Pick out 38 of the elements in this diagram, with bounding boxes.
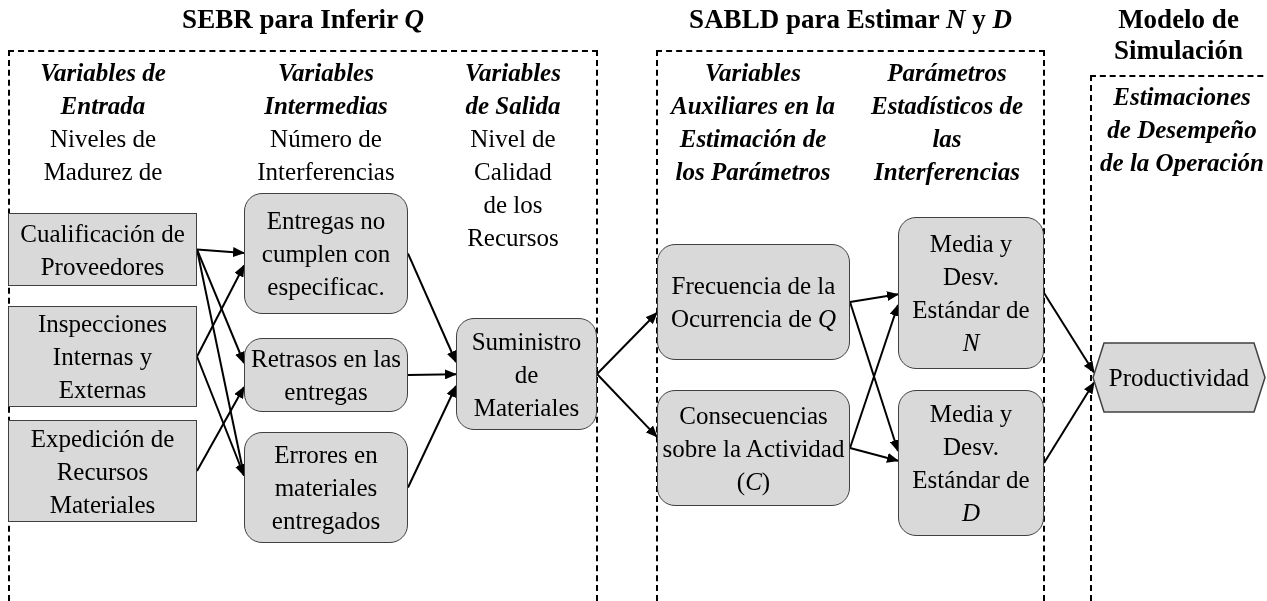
arrow: [407, 385, 457, 489]
column-subheading: Nivel de Calidad de los Recursos: [466, 124, 560, 253]
arrow: [1043, 292, 1095, 374]
rounded-box: Suministro de Materiales: [456, 318, 597, 430]
rounded-box: Retrasos en las entregas: [244, 338, 408, 412]
arrow: [849, 291, 899, 303]
group-title: Modelo de Simulación: [1113, 4, 1244, 66]
process-box: Inspecciones Internas y Externas: [8, 306, 197, 407]
column-heading: Estimaciones de Desempeño de la Operación: [1099, 82, 1265, 178]
process-box: Cualificación de Proveedores: [8, 213, 197, 286]
arrow: [196, 355, 245, 477]
group-title: SEBR para Inferir Q: [182, 4, 424, 35]
column-heading: Variables Intermedias: [263, 58, 389, 121]
column-subheading: Número de Interferencias: [256, 124, 396, 187]
rounded-box: Frecuencia de la Ocurrencia de Q: [657, 244, 850, 360]
arrow: [196, 386, 245, 472]
arrow: [196, 264, 245, 358]
arrow: [1043, 381, 1095, 464]
arrow: [196, 248, 245, 364]
arrow: [596, 373, 658, 438]
column-heading: Variables de Entrada: [39, 58, 167, 121]
arrow: [596, 311, 658, 375]
hexagon-box: Productividad: [1092, 342, 1266, 413]
arrow: [196, 247, 245, 258]
rounded-box: Media y Desv. Estándar de D: [898, 390, 1044, 536]
arrow: [849, 447, 899, 463]
rounded-box: Consecuencias sobre la Actividad (C): [657, 390, 850, 506]
rounded-box: Errores en materiales entregados: [244, 432, 408, 543]
rounded-box: Media y Desv. Estándar de N: [898, 217, 1044, 369]
column-subheading: Niveles de Madurez de: [42, 124, 164, 187]
arrow: [407, 369, 457, 380]
arrow: [407, 252, 457, 363]
column-heading: Variables Auxiliares en la Estimación de los Parámetros: [670, 58, 836, 187]
rounded-box: Entregas no cumplen con especificac.: [244, 193, 408, 314]
group-title: SABLD para Estimar N y D: [689, 4, 1012, 35]
process-box: Expedición de Recursos Materiales: [8, 420, 197, 522]
column-heading: Parámetros Estadísticos de las Interferencias: [869, 58, 1025, 187]
column-heading: Variables de Salida: [464, 58, 562, 121]
